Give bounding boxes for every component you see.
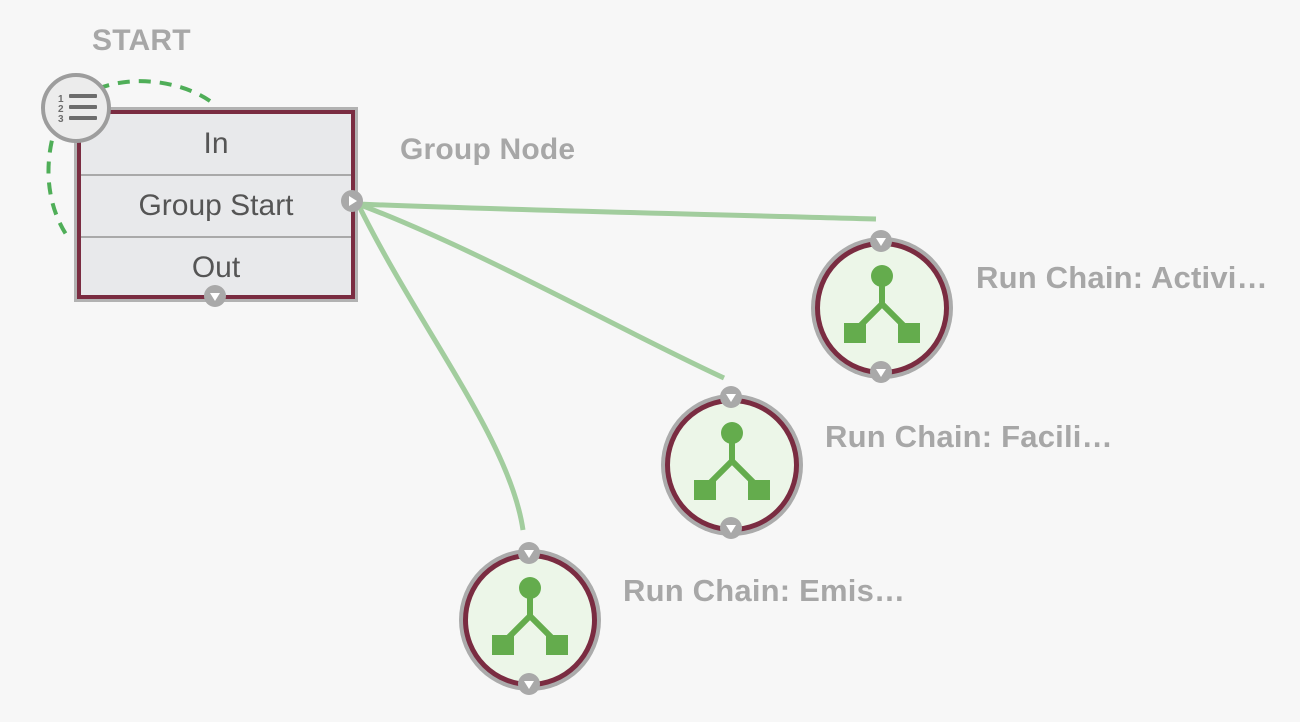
connector-activity[interactable] (357, 201, 877, 222)
branch-icon (694, 422, 770, 500)
chain-node-facility[interactable] (665, 398, 799, 532)
group-row-out[interactable]: Out (191, 251, 241, 284)
down-triangle-icon (876, 238, 886, 246)
chain-emissions-label: Run Chain: Emis… (623, 573, 906, 608)
chain-facility-output-port[interactable] (720, 517, 742, 539)
chain-activity-output-port[interactable] (870, 361, 892, 383)
chain-activity-input-port[interactable] (870, 230, 892, 252)
group-row-in[interactable]: In (81, 114, 351, 176)
chain-node-emissions[interactable] (463, 553, 597, 687)
branch-icon (492, 577, 568, 655)
down-triangle-icon (726, 525, 736, 533)
down-triangle-icon (210, 293, 220, 301)
start-badge[interactable]: 1 2 3 (41, 73, 111, 143)
down-triangle-icon (524, 681, 534, 689)
chain-emissions-input-port[interactable] (518, 542, 540, 564)
connector-facility[interactable] (357, 201, 726, 381)
numbered-list-icon: 1 2 3 (58, 94, 97, 125)
svg-text:1: 1 (58, 94, 64, 105)
chain-activity-label: Run Chain: Activi… (976, 260, 1268, 295)
start-label: START (92, 24, 191, 57)
down-triangle-icon (524, 550, 534, 558)
chain-facility-input-port[interactable] (720, 386, 742, 408)
group-node[interactable]: In Group Start Out (77, 110, 355, 299)
branch-icon (844, 265, 920, 343)
down-triangle-icon (876, 369, 886, 377)
group-row-group-start[interactable]: Group Start (81, 176, 351, 238)
svg-text:2: 2 (58, 104, 64, 115)
group-output-port[interactable] (341, 190, 363, 212)
group-bottom-port[interactable] (204, 285, 226, 307)
group-node-title: Group Node (400, 133, 576, 166)
svg-text:3: 3 (58, 114, 64, 125)
connector-emissions[interactable] (355, 202, 526, 531)
play-triangle-icon (349, 196, 357, 206)
down-triangle-icon (726, 394, 736, 402)
chain-facility-label: Run Chain: Facili… (825, 419, 1113, 454)
chain-node-activity[interactable] (815, 241, 949, 375)
chain-emissions-output-port[interactable] (518, 673, 540, 695)
